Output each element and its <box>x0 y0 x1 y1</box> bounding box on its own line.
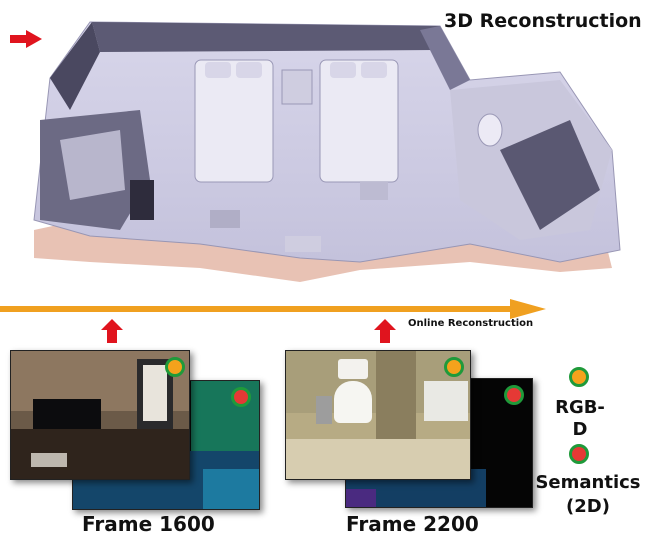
rgbd-dot-icon <box>444 357 464 377</box>
legend-rgbd-icon <box>569 367 589 387</box>
page-title: 3D Reconstruction <box>444 10 642 32</box>
semantics-dot-icon <box>231 387 251 407</box>
frame-2200-up-arrow-icon <box>374 319 396 343</box>
frame-1600-label: Frame 1600 <box>82 512 215 536</box>
legend-semantics-icon <box>569 444 589 464</box>
reconstruction-mesh <box>33 21 621 282</box>
legend-semantics-sublabel: (2D) <box>566 496 610 517</box>
rgbd-dot-icon <box>165 357 185 377</box>
legend-semantics-label: Semantics <box>535 472 641 493</box>
semantics-dot-icon <box>504 385 524 405</box>
timeline-arrow <box>0 299 546 319</box>
frame-1600-up-arrow-icon <box>101 319 123 343</box>
frame-1600-rgb-image <box>10 350 190 480</box>
frame-2200-label: Frame 2200 <box>346 512 479 536</box>
pointer-arrow-icon <box>10 30 42 48</box>
frame-2200-rgb-image <box>285 350 471 480</box>
timeline-label: Online Reconstruction <box>408 318 534 329</box>
legend-rgbd-label: RGB-D <box>555 397 605 440</box>
